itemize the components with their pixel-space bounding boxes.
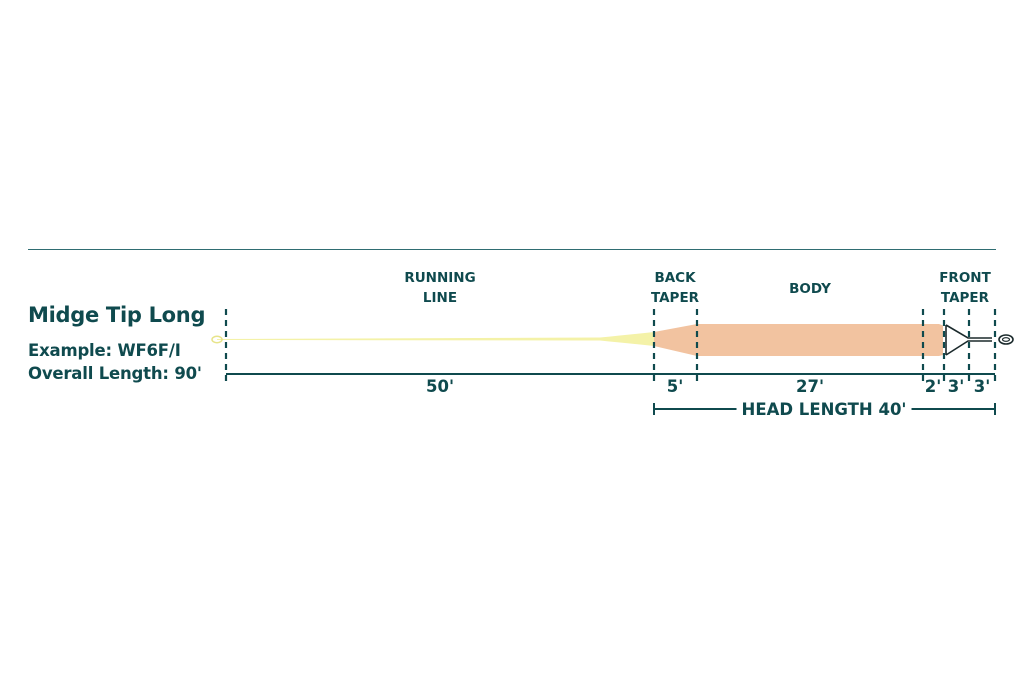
head-length-label: HEAD LENGTH 40': [736, 400, 912, 419]
top-divider: [28, 249, 996, 250]
running-line-length: 50': [425, 377, 455, 396]
segment-3b-length: 3': [973, 377, 991, 396]
line-name-title: Midge Tip Long: [28, 303, 206, 327]
front-taper-tip: [945, 324, 992, 356]
section-boundaries: [224, 309, 997, 382]
front-loop-icon: [998, 334, 1014, 345]
front-taper-label: FRONT TAPER: [939, 270, 991, 306]
front-loop-inner: [1001, 337, 1011, 342]
rear-loop-icon: [211, 335, 223, 344]
back-taper-length: 5': [666, 377, 684, 396]
running-line-shape: [217, 332, 654, 346]
running-line-label: RUNNING LINE: [404, 270, 476, 306]
head-shape: [654, 324, 943, 356]
example-text: Example: WF6F/I: [28, 341, 181, 360]
body-length: 27': [795, 377, 825, 396]
body-label: BODY: [789, 281, 831, 297]
overall-length-text: Overall Length: 90': [28, 364, 202, 383]
segment-2-length: 2': [924, 377, 942, 396]
back-taper-label: BACK TAPER: [650, 270, 700, 306]
segment-3a-length: 3': [947, 377, 965, 396]
